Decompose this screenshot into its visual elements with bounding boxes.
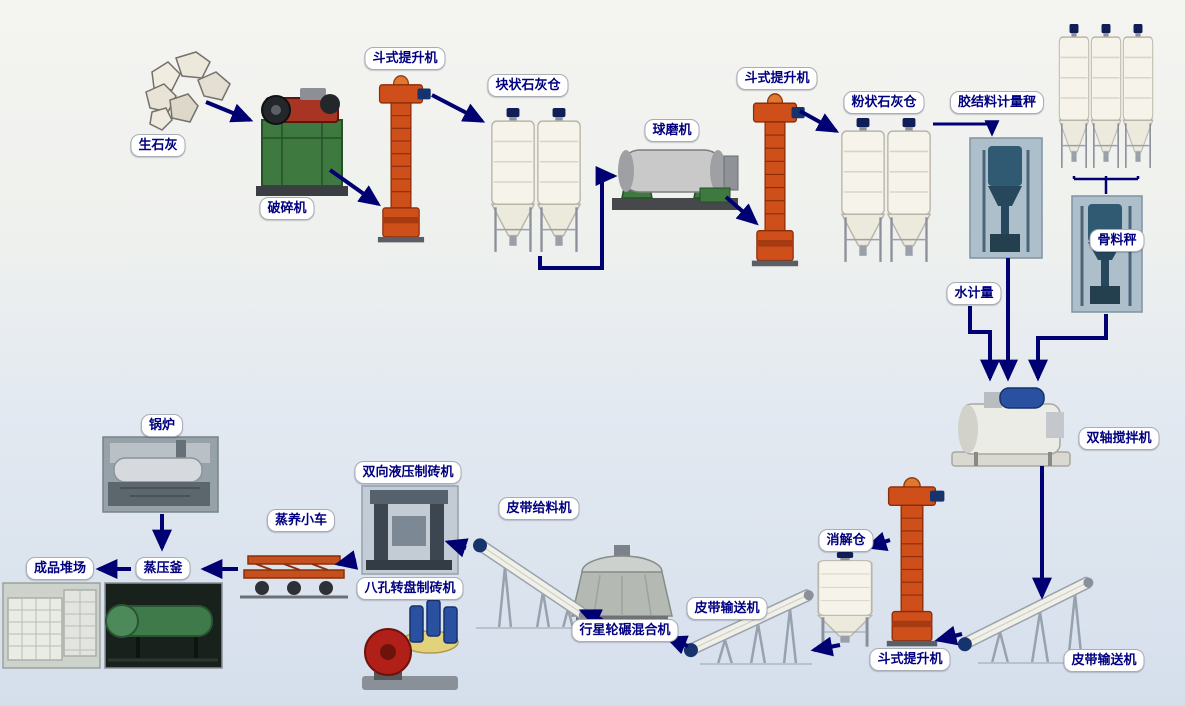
powder-lime-silo-image [886,118,932,264]
label-planetary-mixer: 行星轮碾混合机 [571,619,679,642]
lump-lime-silo-image [536,108,582,254]
steam-cart-image [240,555,348,599]
label-belt-conveyor-mid: 皮带输送机 [686,597,768,620]
label-powder-lime-silo: 粉状石灰仓 [843,91,925,114]
powder-lime-silo-image [840,118,886,264]
label-steam-curing-cart: 蒸养小车 [266,509,336,532]
arrow-press-to-cart [334,550,359,570]
arrow-planetary-to-feeder [578,609,603,628]
digestion-silo-image [816,552,874,649]
label-autoclave: 蒸压釜 [135,557,191,580]
aggregate-silo-image [1058,24,1090,170]
arrow-water-to-mixer [968,306,1000,382]
arrow-aggregate-to-mixer [1028,314,1108,382]
line-silos-to-aggregate-scale [1072,176,1140,194]
arrow-feeder-to-press [444,538,469,558]
label-boiler: 锅炉 [140,414,184,437]
label-bucket-elevator-1: 斗式提升机 [364,47,446,70]
rotary-press-image [362,599,459,690]
bucket-elevator-2-image [751,93,806,267]
aggregate-silo-image [1122,24,1154,170]
autoclave-image [104,582,223,669]
label-quicklime: 生石灰 [130,134,186,157]
label-lump-lime-silo: 块状石灰仓 [487,74,569,97]
label-ball-mill: 球磨机 [644,119,700,142]
aggregate-scale-image [1071,195,1143,313]
arrow-elevator1-to-lump-silo [431,93,486,123]
label-binder-metering-scale: 胶结料计量秤 [949,91,1045,114]
label-water-metering: 水计量 [946,282,1002,305]
arrow-quicklime-to-crusher [205,100,254,123]
label-hydraulic-brick-press: 双向液压制砖机 [354,461,462,484]
belt-feeder-image [473,538,590,629]
boiler-image [102,436,219,513]
arrow-lump-silo-to-ball-mill [538,166,618,270]
label-belt-feeder: 皮带给料机 [498,497,580,520]
label-bucket-elevator-2: 斗式提升机 [736,67,818,90]
label-rotary-brick-press: 八孔转盘制砖机 [356,577,464,600]
quicklime-rocks-image [145,51,231,131]
lump-lime-silo-image [490,108,536,254]
bucket-elevator-3-image [886,477,946,648]
aggregate-silo-image [1090,24,1122,170]
label-belt-conveyor-right: 皮带输送机 [1063,649,1145,672]
label-digestion-silo: 消解仓 [818,529,874,552]
binder-scale-image [969,137,1043,259]
label-crusher: 破碎机 [259,197,315,220]
arrow-elevator2-to-powder-silo [799,109,840,133]
label-product-yard: 成品堆场 [25,557,95,580]
label-bucket-elevator-3: 斗式提升机 [869,648,951,671]
product-yard-image [2,582,101,669]
label-aggregate-scale: 骨料秤 [1089,229,1145,252]
flow-arrows [95,93,1140,657]
arrow-crusher-to-elevator1 [328,168,381,207]
arrow-powder-silo-to-binder-scale [933,120,1000,137]
arrow-ball-mill-to-elevator2 [724,195,759,226]
arrow-digestion-to-conveyor-mid [810,636,841,657]
ball-mill-image [612,149,739,210]
hydraulic-press-image [361,485,459,575]
double-shaft-mixer-image [951,387,1071,467]
jaw-crusher-image [256,88,348,196]
arrow-conveyor-to-elevator3 [934,625,963,646]
label-double-shaft-mixer: 双轴搅拌机 [1078,427,1160,450]
bucket-elevator-1-image [377,75,432,244]
